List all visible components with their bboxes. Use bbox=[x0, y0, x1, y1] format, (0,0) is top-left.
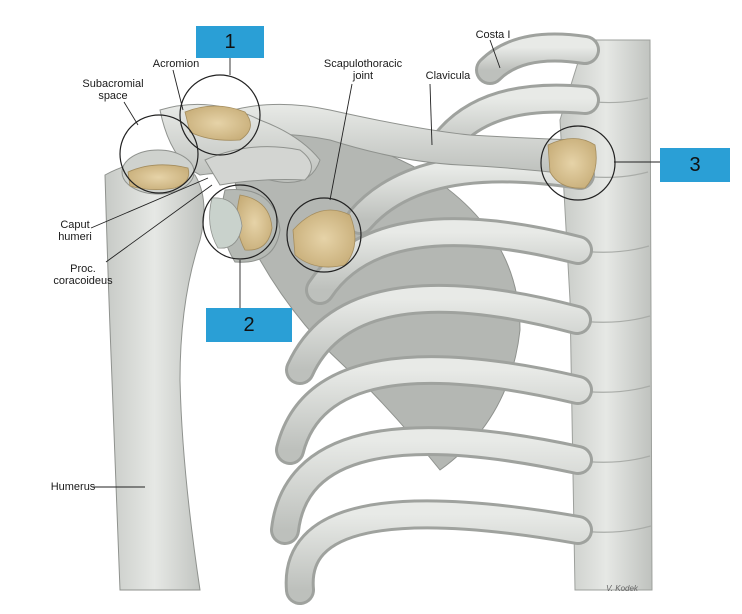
acromioclavicular-cartilage bbox=[184, 105, 251, 141]
circle-sternoclavicular-joint bbox=[540, 125, 616, 201]
coracoid-process bbox=[204, 146, 312, 186]
label-subacromial-line1: Subacromial bbox=[82, 78, 144, 90]
label-humerus: Humerus bbox=[50, 481, 96, 493]
label-proc-line2: coracoideus bbox=[53, 275, 113, 287]
label-caput-humeri: Caput humeri bbox=[50, 219, 100, 243]
circle-acromioclavicular-joint bbox=[179, 74, 261, 156]
leader-lines bbox=[90, 39, 662, 488]
circle-glenohumeral-joint bbox=[202, 184, 278, 260]
sternoclavicular-cartilage bbox=[547, 138, 597, 189]
label-scapulothoracic-line2: joint bbox=[352, 70, 374, 82]
label-proc-coracoideus: Proc. coracoideus bbox=[48, 263, 118, 287]
label-acromion: Acromion bbox=[152, 58, 200, 70]
label-caput-line2: humeri bbox=[58, 231, 92, 243]
badge-1: 1 bbox=[196, 26, 264, 58]
artist-signature: V. Kodek bbox=[606, 584, 638, 593]
label-costa-i: Costa I bbox=[475, 29, 511, 41]
badge-2: 2 bbox=[206, 308, 292, 342]
label-subacromial-line2: space bbox=[98, 90, 128, 102]
label-proc-line1: Proc. bbox=[70, 263, 96, 275]
badge-3: 3 bbox=[660, 148, 730, 182]
callout-circles bbox=[119, 74, 616, 273]
circle-scapulothoracic-joint bbox=[286, 197, 362, 273]
label-caput-line1: Caput bbox=[60, 219, 90, 231]
label-scapulothoracic-line1: Scapulothoracic bbox=[323, 58, 403, 70]
humeral-head-cartilage bbox=[209, 197, 243, 249]
circle-subacromial-space bbox=[119, 114, 199, 194]
label-scapulothoracic-joint: Scapulothoracic joint bbox=[318, 58, 408, 82]
label-subacromial-space: Subacromial space bbox=[78, 78, 148, 102]
scapulothoracic-cartilage bbox=[292, 209, 356, 268]
humerus bbox=[104, 162, 205, 591]
subacromial-cartilage bbox=[127, 164, 190, 190]
label-clavicula: Clavicula bbox=[425, 70, 471, 82]
